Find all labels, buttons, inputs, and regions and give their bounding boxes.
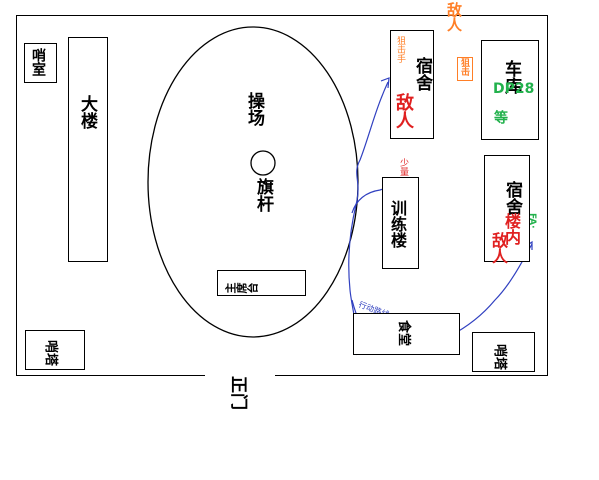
guard-room-label: 哨室 (30, 48, 46, 76)
green-marks: FA· (527, 213, 537, 229)
training-building-label: 训练楼 (388, 200, 407, 248)
route-arrow-head-top (380, 77, 390, 89)
small-enemy-1: 少量 (398, 158, 408, 176)
main-building-box (68, 37, 108, 262)
podium-box (217, 270, 306, 296)
dorm-right-label: 宿舍 (502, 181, 522, 215)
sniper-note: 狙击手 (395, 36, 405, 63)
watchtower-left-box (25, 330, 85, 370)
vehicle-code: DP28 (493, 81, 535, 97)
dorm-right-enemy: 敌人 (489, 232, 508, 264)
dorm-right-box (484, 155, 530, 262)
watchtower-right-box (472, 332, 535, 372)
vehicle-depot-label: 车库 (501, 60, 521, 94)
training-building-box (382, 177, 419, 269)
flagpole-circle (250, 150, 276, 176)
parade-ground-label: 操场 (244, 92, 264, 126)
watchtower-right-label: 哨塔 (492, 344, 507, 371)
route-line-branch (351, 185, 393, 214)
dorm-top-label: 宿舍 (412, 57, 432, 91)
watchtower-left-label: 哨塔 (43, 340, 58, 367)
enemy-above-label: 敌人 (445, 2, 463, 32)
main-gate-label: 正门 (228, 376, 248, 410)
canteen-box (353, 313, 460, 355)
vehicle-depot-box (481, 40, 539, 140)
flagpole-label: 旗杆 (253, 178, 273, 212)
canteen-label: 食堂 (396, 320, 411, 347)
vehicle-note: 等 (492, 110, 508, 124)
sniper-box (457, 57, 473, 81)
gate-gap (205, 372, 275, 378)
podium-label: 主席台 (225, 282, 258, 295)
dorm-right-inside: 楼内 (502, 213, 521, 245)
sniper-label: 狙击 (459, 58, 469, 76)
dorm-top-enemy: 敌人 (393, 93, 414, 129)
guard-room-box (24, 43, 57, 83)
main-building-label: 大楼 (77, 95, 97, 129)
dorm-top-box (390, 30, 434, 139)
